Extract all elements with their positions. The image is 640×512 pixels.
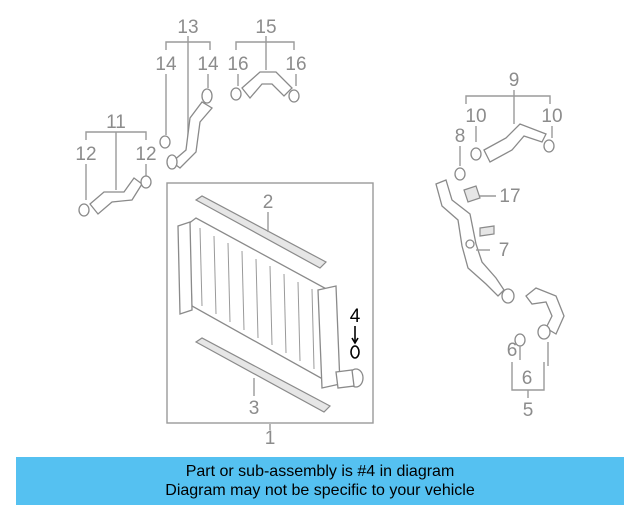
left-tank bbox=[177, 221, 193, 315]
callout-10b[interactable]: 10 bbox=[541, 106, 562, 127]
bracket-17[interactable] bbox=[463, 185, 481, 203]
clamp-6-upper bbox=[501, 288, 515, 304]
callout-3[interactable]: 3 bbox=[249, 398, 260, 419]
callout-11[interactable]: 11 bbox=[106, 112, 126, 133]
callout-5[interactable]: 5 bbox=[523, 400, 534, 421]
callout-1[interactable]: 1 bbox=[265, 428, 276, 449]
callout-2[interactable]: 2 bbox=[263, 192, 274, 213]
hose-5[interactable] bbox=[525, 287, 565, 335]
o-ring-4[interactable] bbox=[350, 345, 360, 359]
clamp-16-left[interactable] bbox=[230, 87, 242, 101]
clamp-14-top[interactable] bbox=[201, 88, 213, 104]
clamp-14-left[interactable] bbox=[159, 135, 171, 149]
banner-line-2: Diagram may not be specific to your vehi… bbox=[165, 482, 475, 499]
callout-12b[interactable]: 12 bbox=[135, 144, 156, 165]
callout-8[interactable]: 8 bbox=[455, 126, 466, 147]
callout-12a[interactable]: 12 bbox=[75, 144, 96, 165]
clamp-16-right[interactable] bbox=[288, 89, 300, 103]
upper-seal-2[interactable] bbox=[194, 195, 327, 269]
callout-14a[interactable]: 14 bbox=[155, 54, 177, 75]
callout-10a[interactable]: 10 bbox=[465, 106, 486, 127]
clamp-12-left[interactable] bbox=[78, 203, 90, 217]
banner-line-1: Part or sub-assembly is #4 in diagram bbox=[185, 463, 455, 480]
callout-9[interactable]: 9 bbox=[509, 70, 520, 91]
parts-diagram: 13 14 14 15 16 16 11 12 12 bbox=[75, 17, 565, 449]
hose-9[interactable] bbox=[483, 123, 547, 163]
info-banner: Part or sub-assembly is #4 in diagram Di… bbox=[16, 457, 624, 505]
hose-13[interactable] bbox=[170, 101, 213, 169]
assembly-box bbox=[166, 182, 374, 424]
callout-6b[interactable]: 6 bbox=[522, 368, 533, 389]
bracket-9 bbox=[465, 95, 551, 104]
clamp-10-left[interactable] bbox=[470, 147, 482, 161]
callout-13[interactable]: 13 bbox=[177, 17, 198, 38]
callout-15[interactable]: 15 bbox=[255, 17, 276, 38]
bracket-15 bbox=[235, 41, 295, 50]
clamp-8[interactable] bbox=[454, 167, 466, 181]
hose-15[interactable] bbox=[241, 71, 293, 100]
clamp-10-right[interactable] bbox=[543, 139, 555, 153]
callout-17[interactable]: 17 bbox=[499, 186, 520, 207]
clamp-12-right[interactable] bbox=[140, 175, 152, 189]
callout-4[interactable]: 4 bbox=[350, 306, 361, 327]
callout-14b[interactable]: 14 bbox=[197, 54, 219, 75]
lower-seal-3[interactable] bbox=[194, 337, 331, 413]
callout-6a[interactable]: 6 bbox=[507, 340, 518, 361]
callout-16b[interactable]: 16 bbox=[285, 54, 306, 75]
callout-16a[interactable]: 16 bbox=[227, 54, 248, 75]
callout-7[interactable]: 7 bbox=[499, 240, 510, 261]
